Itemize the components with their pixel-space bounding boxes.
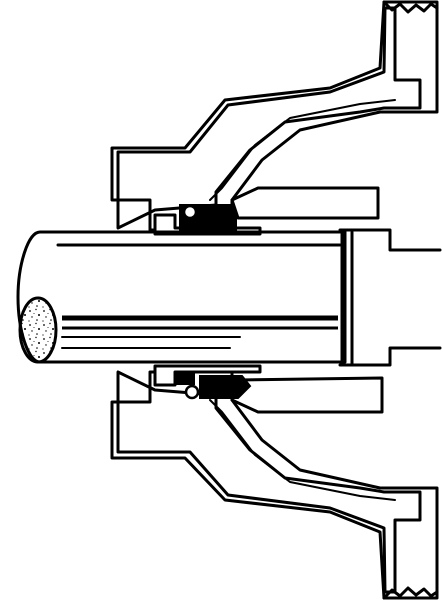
shaft-body: [16, 230, 347, 364]
lower-break-line: [382, 586, 439, 600]
upper-housing-wall: [110, 0, 439, 232]
upper-break-line: [382, 0, 439, 14]
shaft-break-section: [18, 296, 58, 364]
upper-housing-inner-edge: [209, 99, 396, 201]
upper-bushing-insert: [230, 186, 380, 220]
lower-spacer-ring: [175, 373, 195, 385]
lower-o-ring: [184, 384, 200, 400]
lower-housing-wall: [110, 370, 439, 600]
sleeve-lower-extension: [338, 346, 442, 367]
lower-housing-inner-edge: [209, 399, 396, 501]
lower-bushing-insert: [230, 376, 384, 414]
upper-o-ring: [182, 204, 198, 220]
lower-seal-body: [199, 375, 252, 399]
sleeve-upper-extension: [338, 228, 442, 252]
upper-housing-casting: [116, 6, 422, 230]
lower-housing-casting: [116, 370, 422, 594]
